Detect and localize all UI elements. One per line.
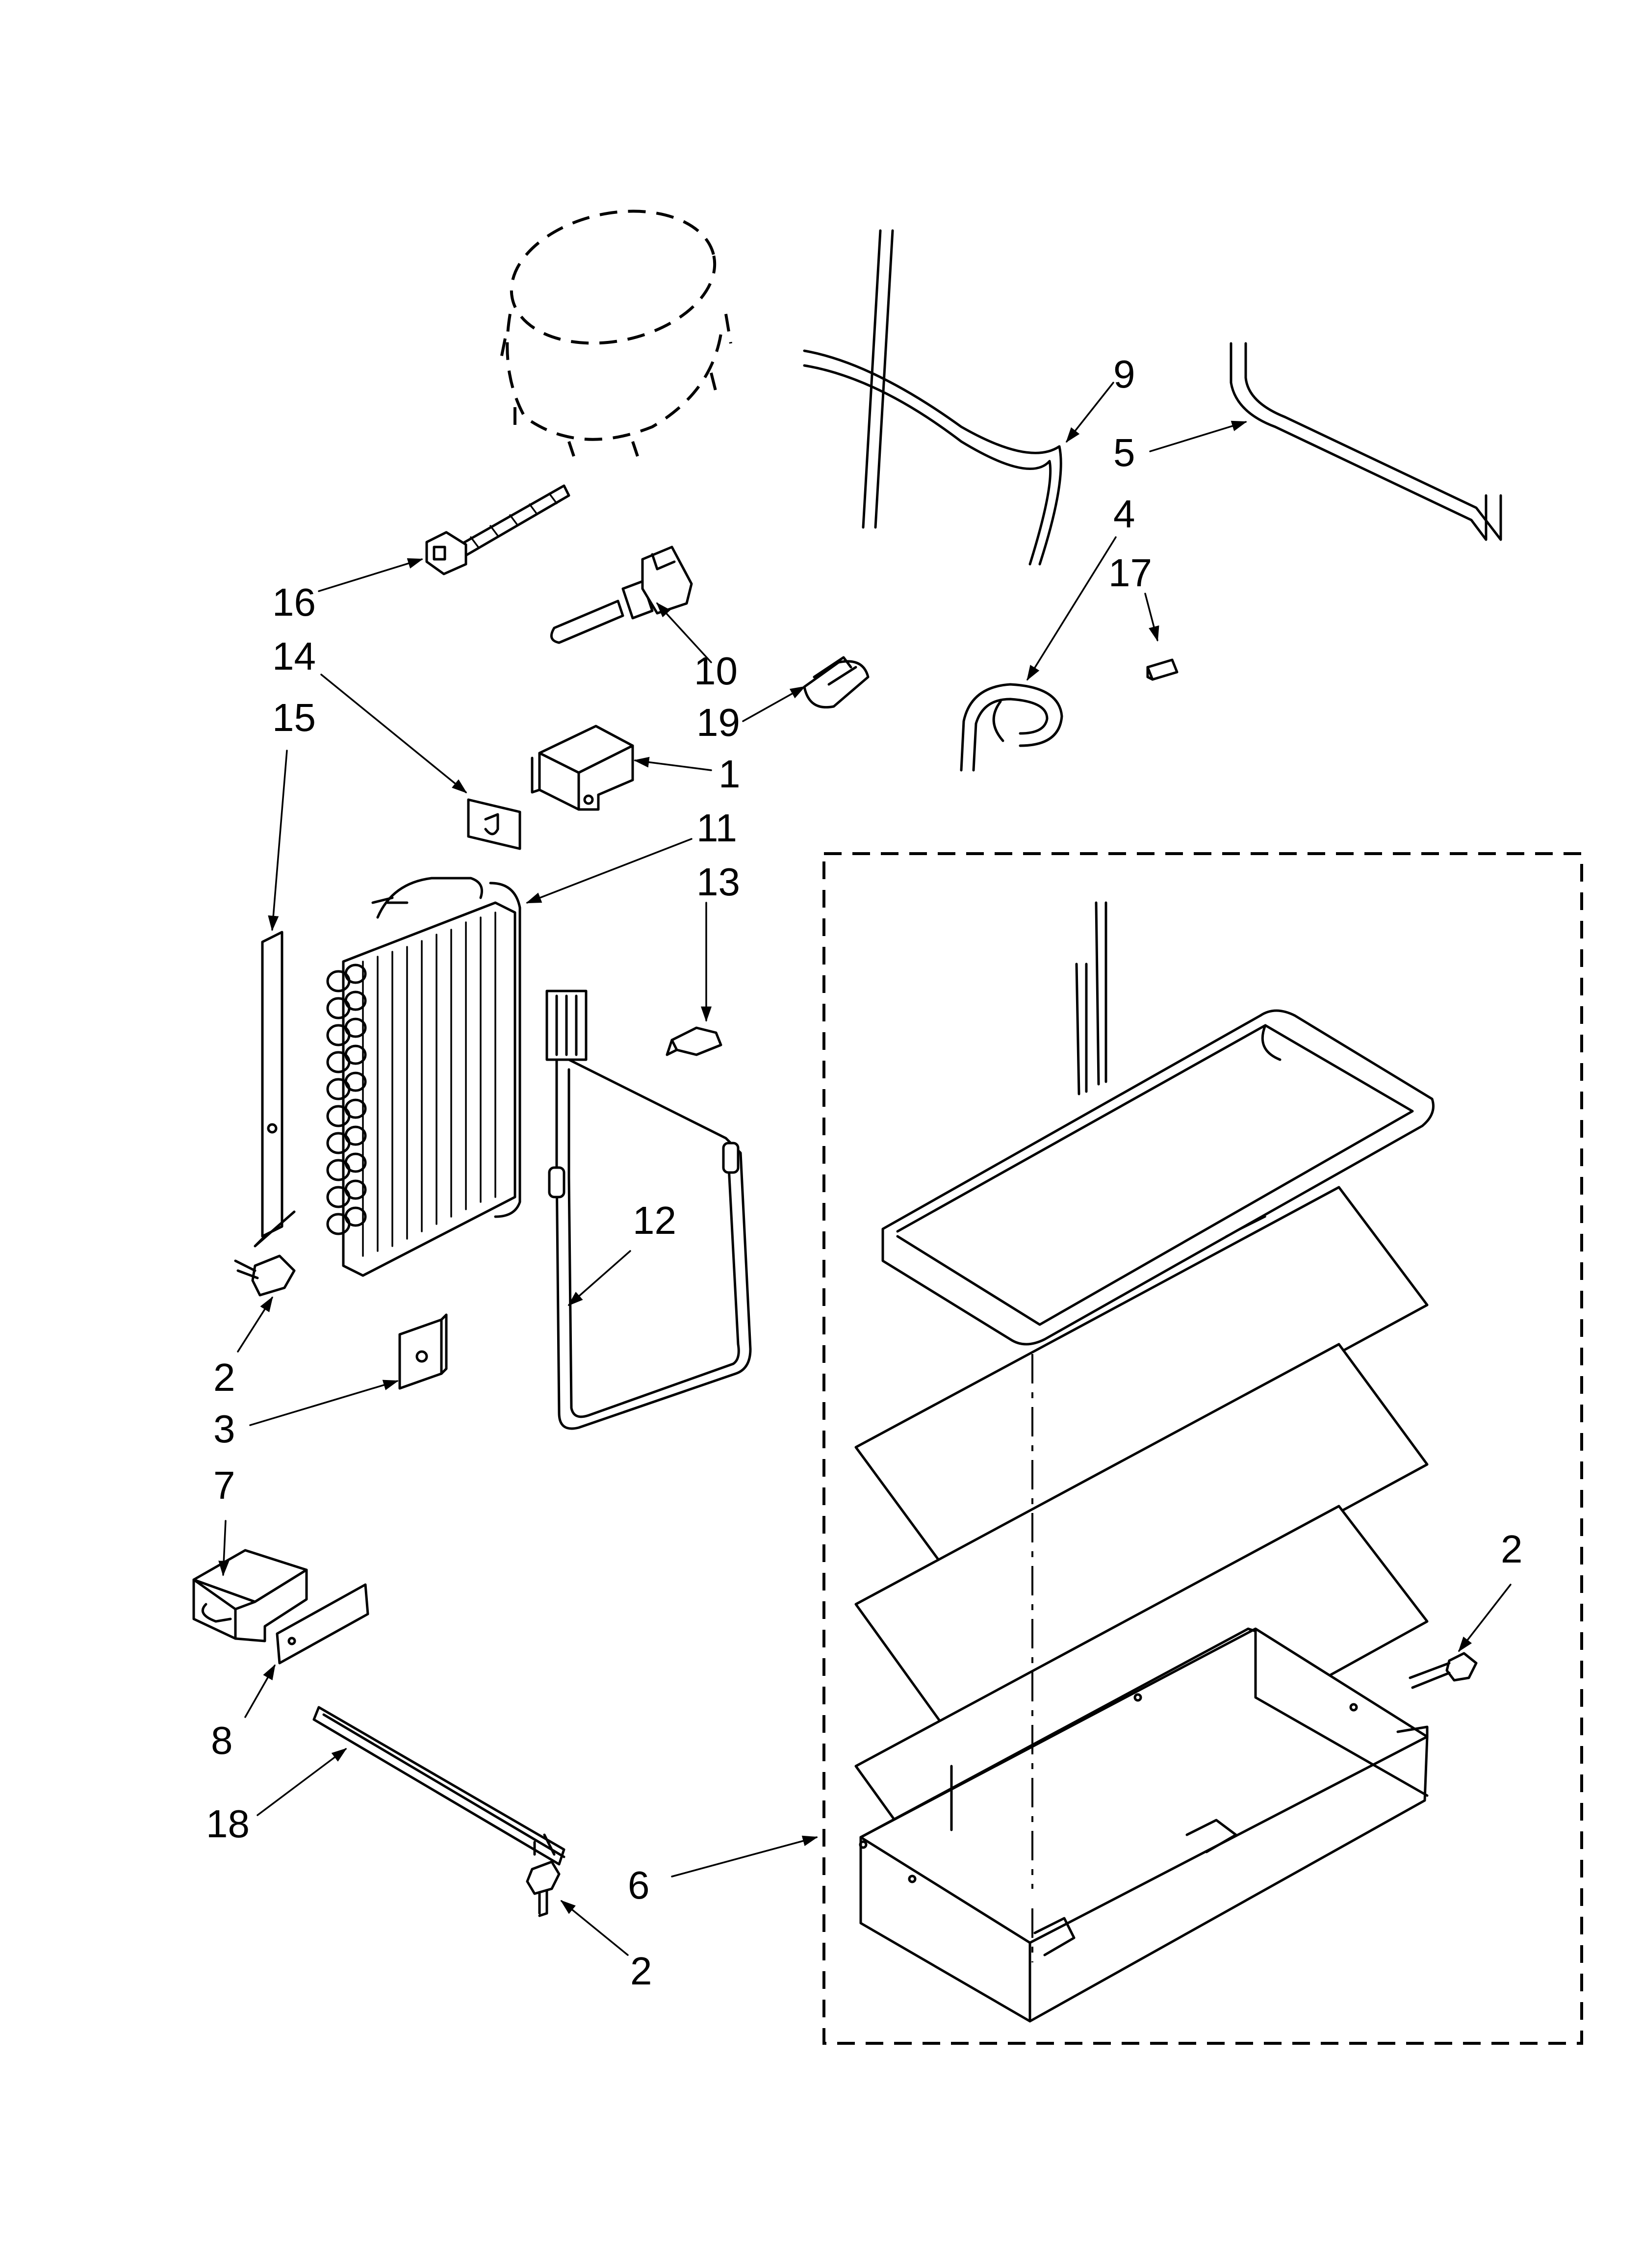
part-2-screw-right [1409, 1652, 1478, 1689]
part-14-plate [467, 798, 521, 850]
callout-3: 3 [213, 1407, 235, 1451]
callout-8: 8 [211, 1719, 233, 1762]
part-2-screw-bottom [526, 1860, 561, 1917]
callout-2-bottom: 2 [630, 1949, 652, 1993]
part-17-clip [1146, 658, 1179, 681]
part-12-heater [545, 990, 752, 1430]
callout-14: 14 [272, 634, 316, 678]
leader-lines [218, 382, 1512, 1956]
part-9-tube [803, 229, 1062, 566]
part-16-cable-tie [425, 484, 570, 575]
callout-labels: 9 5 4 17 16 10 14 19 15 1 11 13 12 2 3 7… [206, 352, 1523, 1993]
callout-13: 13 [696, 860, 740, 904]
part-2-screw-left [234, 1254, 296, 1297]
part-18-rail [312, 1706, 565, 1866]
part-1-bracket [531, 725, 634, 811]
part-19-clip [803, 656, 870, 709]
callout-2-left: 2 [213, 1356, 235, 1399]
part-5-tube [1230, 342, 1502, 541]
callout-17: 17 [1108, 551, 1152, 595]
callout-15: 15 [272, 696, 316, 739]
callout-16: 16 [272, 580, 316, 624]
part-4-coil [960, 683, 1063, 772]
part-7-bracket [192, 1549, 308, 1642]
callout-11: 11 [696, 806, 737, 850]
part-11-evaporator [326, 877, 521, 1277]
callout-9: 9 [1113, 352, 1135, 396]
callout-7: 7 [213, 1463, 235, 1507]
callout-4: 4 [1113, 492, 1135, 536]
part-3-plate [398, 1313, 448, 1390]
callout-5: 5 [1113, 431, 1135, 474]
part-8-plate [276, 1583, 369, 1665]
part-13-clip [666, 1026, 722, 1056]
callout-6: 6 [628, 1863, 650, 1907]
part-15-bar [254, 931, 296, 1248]
callout-2-right: 2 [1501, 1527, 1523, 1571]
callout-19: 19 [696, 701, 740, 744]
part-10-thermistor [550, 546, 693, 644]
callout-1: 1 [718, 752, 741, 796]
callout-10: 10 [694, 649, 738, 693]
part-6-assembly [822, 852, 1583, 2045]
compressor-outline [499, 209, 732, 457]
callout-18: 18 [206, 1802, 250, 1846]
callout-12: 12 [633, 1199, 676, 1242]
